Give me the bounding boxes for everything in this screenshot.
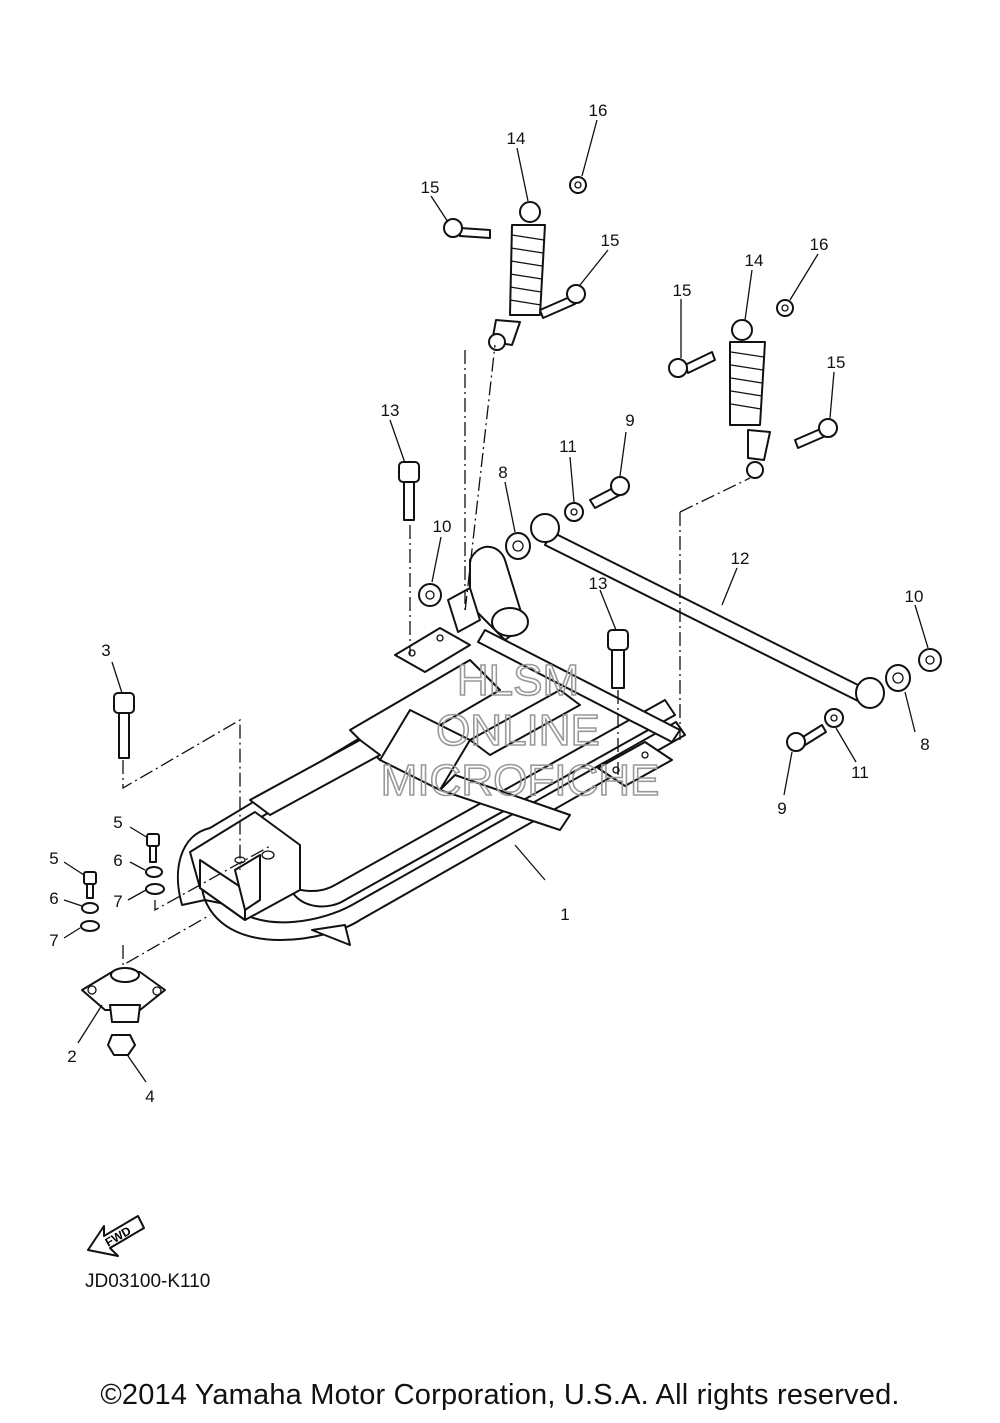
callout-15d: 15 <box>827 353 846 372</box>
mount-2 <box>81 967 166 1023</box>
bolt-13-a <box>398 461 420 521</box>
nut-16-b <box>776 299 794 317</box>
callout-13b: 13 <box>589 574 608 593</box>
bolt-5-a <box>146 833 160 863</box>
callout-7a: 7 <box>113 892 122 911</box>
bolt-15-d <box>794 418 838 449</box>
callout-14b: 14 <box>745 251 764 270</box>
bolt-13-b <box>607 629 629 689</box>
callout-15b: 15 <box>601 231 620 250</box>
rear-frame <box>176 545 686 946</box>
nut-16-a <box>569 176 587 194</box>
copyright-notice: ©2014 Yamaha Motor Corporation, U.S.A. A… <box>100 1379 900 1411</box>
callout-13a: 13 <box>381 401 400 420</box>
bolt-15-b <box>539 284 586 319</box>
collar-left <box>418 583 442 607</box>
callout-3: 3 <box>101 641 110 660</box>
callout-5b: 5 <box>49 849 58 868</box>
leader-lines <box>63 119 929 1083</box>
callout-16b: 16 <box>810 235 829 254</box>
callout-10a: 10 <box>433 517 452 536</box>
callout-15a: 15 <box>421 178 440 197</box>
bolt-9-top <box>589 476 630 509</box>
diagram-code: JD03100-K110 <box>85 1271 211 1292</box>
callout-9a: 9 <box>625 411 634 430</box>
washer-left <box>564 502 584 522</box>
washer-7-b <box>80 920 100 932</box>
nut-4 <box>107 1034 136 1056</box>
callout-16a: 16 <box>589 101 608 120</box>
callout-10b: 10 <box>905 587 924 606</box>
bolt-15-c <box>668 351 716 378</box>
callout-1: 1 <box>560 905 569 924</box>
nut-6-a <box>145 866 163 878</box>
callout-9b: 9 <box>777 799 786 818</box>
callout-6b: 6 <box>49 889 58 908</box>
callout-8b: 8 <box>920 735 929 754</box>
callout-6a: 6 <box>113 851 122 870</box>
watermark-line-2: ONLINE <box>436 706 600 755</box>
watermark-line-1: HLSM <box>457 656 579 705</box>
callout-7b: 7 <box>49 931 58 950</box>
bolt-5-b <box>83 871 97 899</box>
washer-right <box>824 708 844 728</box>
shock-absorber-left <box>488 201 546 351</box>
bolt-9-bottom <box>786 724 827 752</box>
callout-labels: 1 2 3 4 5 5 6 6 7 7 8 8 9 9 10 10 11 11 … <box>49 101 929 1106</box>
callout-11a: 11 <box>559 437 577 456</box>
callout-4: 4 <box>145 1087 154 1106</box>
nut-6-b <box>81 902 99 914</box>
shock-absorber-right <box>729 319 771 479</box>
bolt-15-a <box>443 218 491 239</box>
collar-right <box>918 648 942 672</box>
callout-8a: 8 <box>498 463 507 482</box>
bushing-left <box>505 532 531 560</box>
watermark: HLSM ONLINE MICROFICHE <box>380 655 660 806</box>
callout-11b: 11 <box>851 763 869 782</box>
callout-12: 12 <box>731 549 750 568</box>
callout-14a: 14 <box>507 129 526 148</box>
bolt-3 <box>113 692 135 759</box>
assembly-lines <box>122 344 751 967</box>
callout-15c: 15 <box>673 281 692 300</box>
callout-5a: 5 <box>113 813 122 832</box>
fwd-arrow-icon: FWD <box>87 1215 145 1257</box>
callout-2: 2 <box>67 1047 76 1066</box>
bushing-right <box>885 664 911 692</box>
watermark-line-3: MICROFICHE <box>381 756 660 805</box>
washer-7-a <box>145 883 165 895</box>
lateral-rod <box>530 513 885 709</box>
